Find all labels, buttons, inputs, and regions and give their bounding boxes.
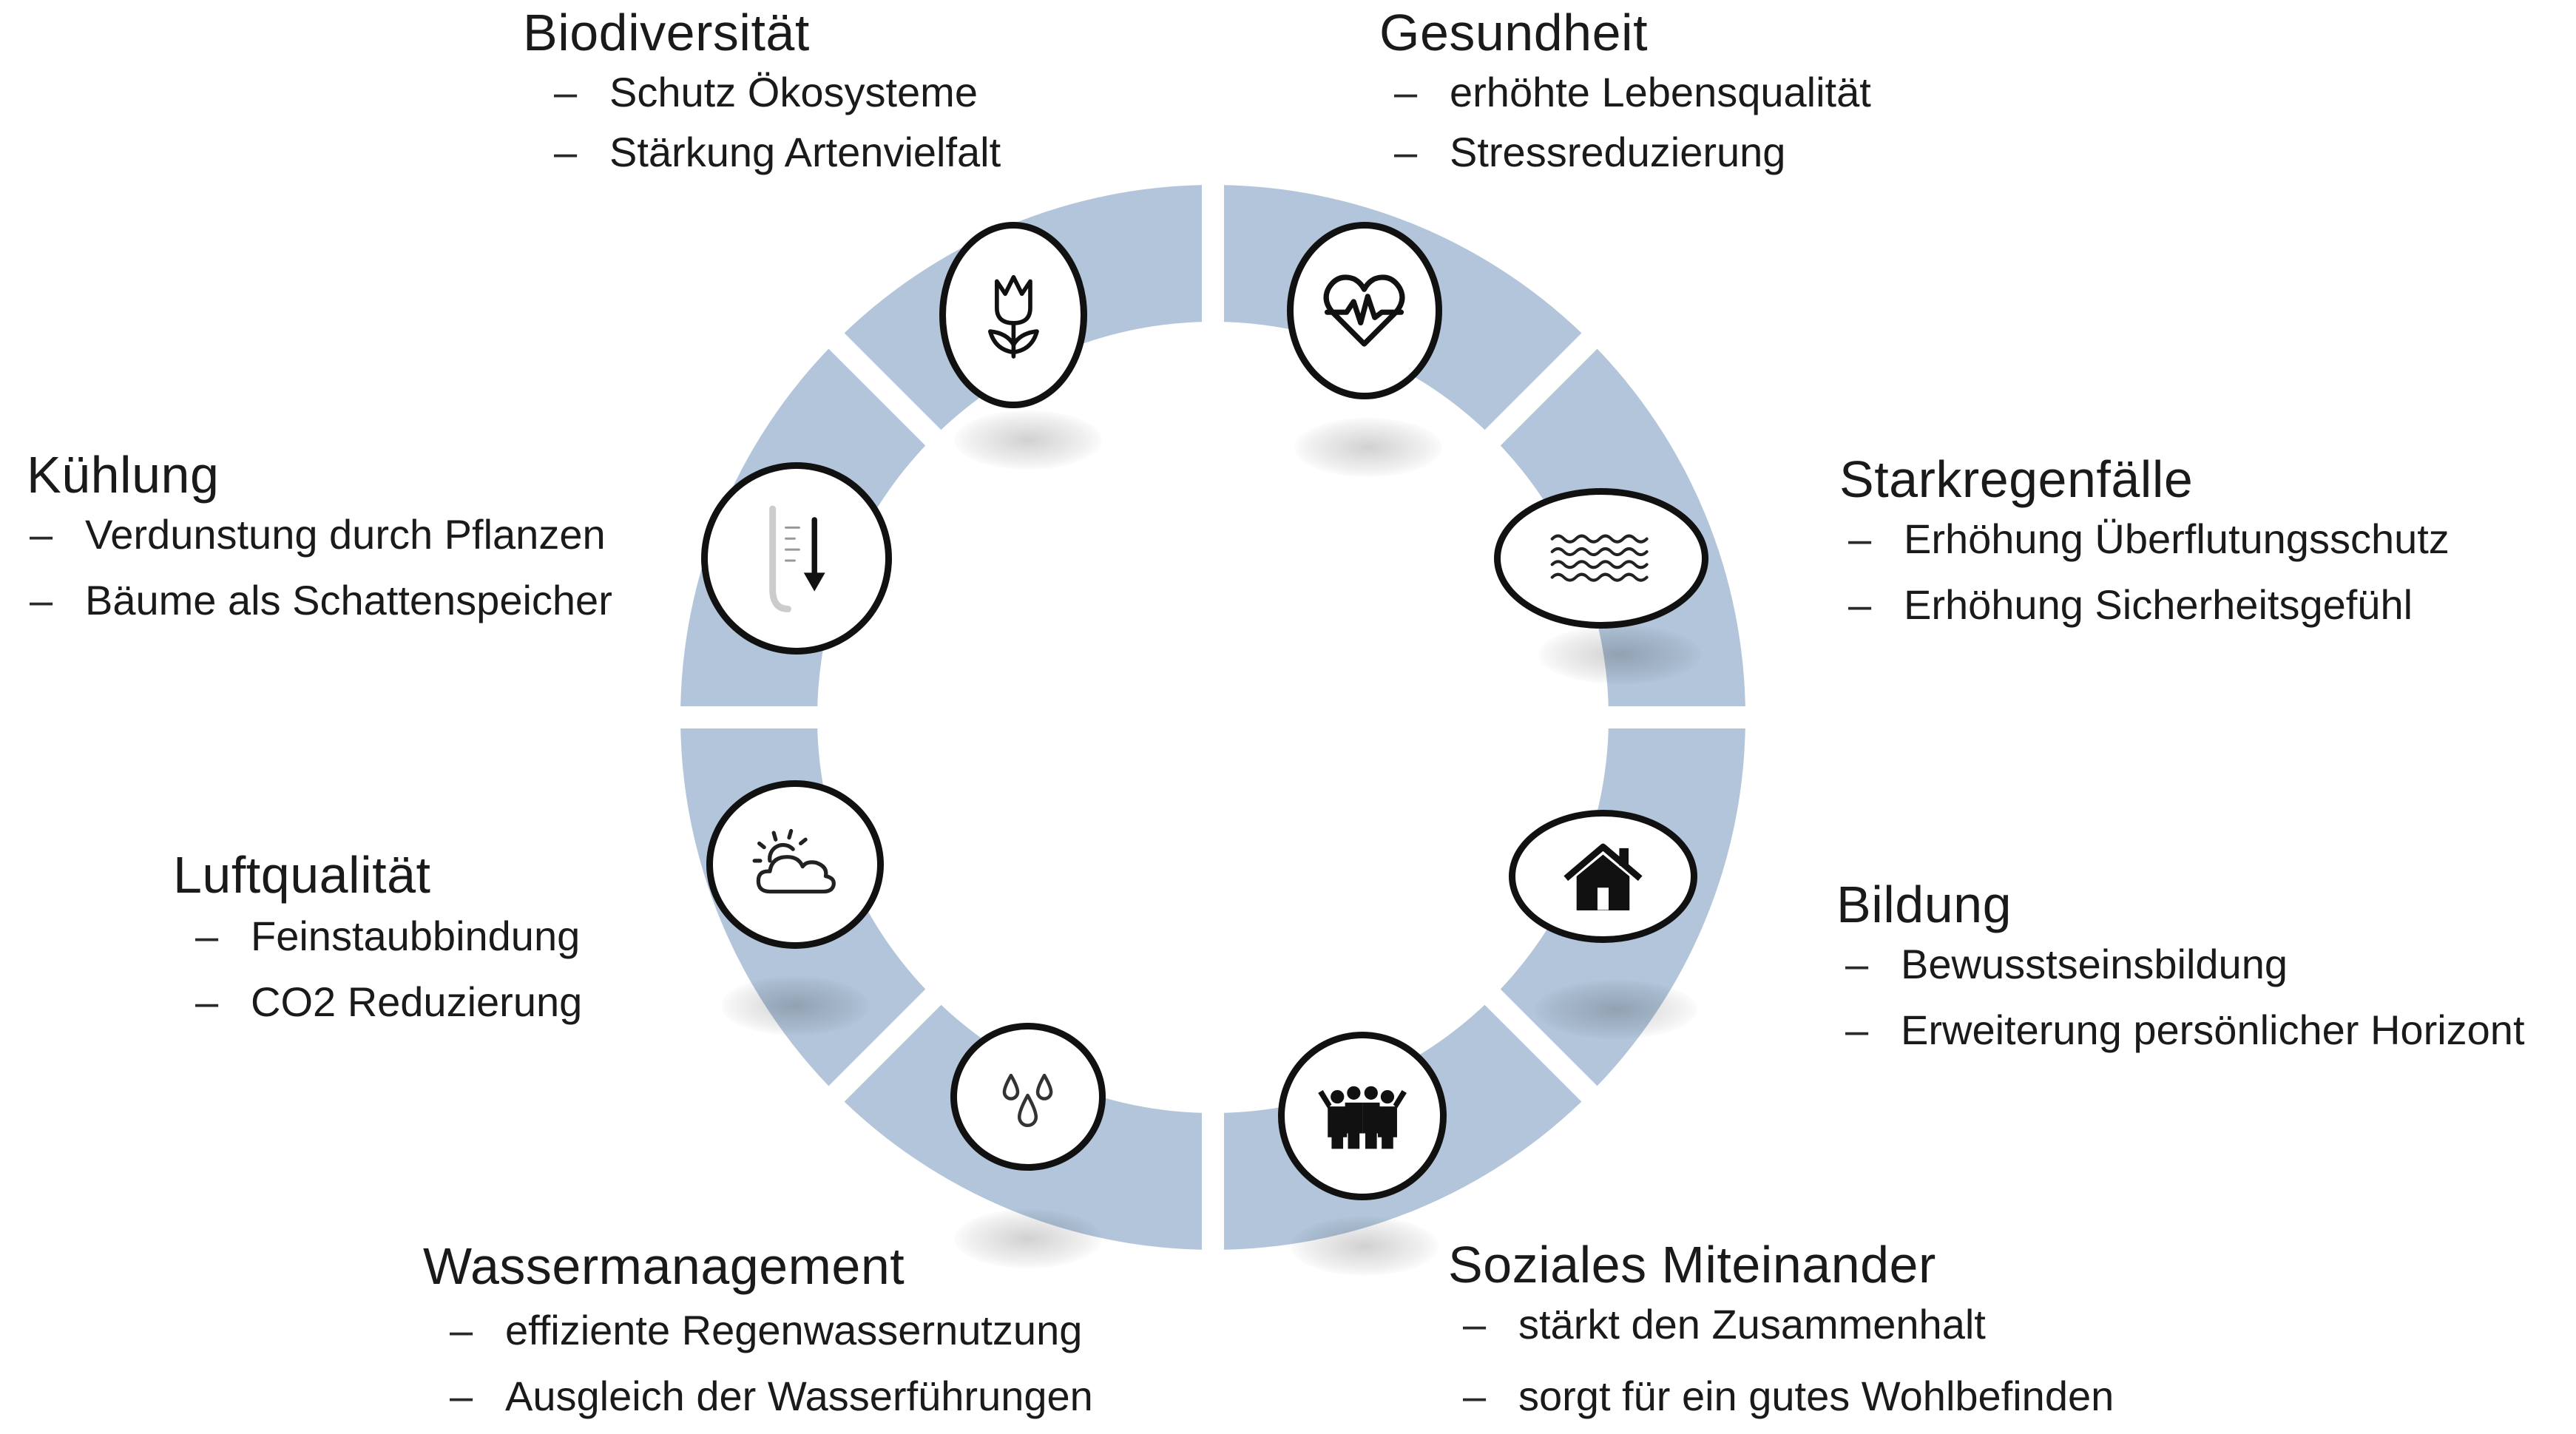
list-item: –Bewusstseinsbildung <box>1845 940 2288 987</box>
list-item: –Verdunstung durch Pflanzen <box>30 510 606 558</box>
house-icon <box>1509 810 1697 943</box>
heartbeat-icon <box>1287 222 1442 399</box>
list-item: –Stärkung Artenvielfalt <box>554 128 1001 175</box>
ring-gap <box>823 984 947 1107</box>
icon-shadow <box>1291 1217 1439 1276</box>
category-luftqualitaet: Luftqualität –Feinstaubbindung –CO2 Redu… <box>173 845 582 1027</box>
list-item: –Schutz Ökosysteme <box>554 68 978 115</box>
drops-icon <box>950 1023 1106 1171</box>
category-title: Bildung <box>1836 876 2012 933</box>
category-title: Luftqualität <box>173 846 431 904</box>
list-item: –Erhöhung Sicherheitsgefühl <box>1848 581 2413 628</box>
thermometer-icon <box>701 462 892 655</box>
list-item: –CO2 Reduzierung <box>195 978 583 1025</box>
icon-shadow <box>1538 625 1701 684</box>
category-title: Starkregenfälle <box>1839 450 2194 508</box>
list-item: –Erweiterung persönlicher Horizont <box>1845 1006 2525 1053</box>
sun-cloud-icon <box>706 780 884 949</box>
icon-shadow <box>954 410 1102 470</box>
category-title: Gesundheit <box>1379 4 1649 61</box>
icon-shadow <box>721 976 869 1035</box>
list-item: –Ausgleich der Wasserführungen <box>450 1372 1093 1419</box>
category-bildung: Bildung –Bewusstseinsbildung –Erweiterun… <box>1836 875 2525 1055</box>
category-biodiversitaet: Biodiversität –Schutz Ökosysteme –Stärku… <box>523 3 1001 177</box>
ring-gap <box>1479 984 1603 1107</box>
category-title: Soziales Miteinander <box>1448 1236 1936 1293</box>
list-item: –Bäume als Schattenspeicher <box>30 576 612 623</box>
list-item: –Feinstaubbindung <box>195 912 581 959</box>
category-gesundheit: Gesundheit –erhöhte Lebensqualität –Stre… <box>1379 3 1871 177</box>
list-item: –stärkt den Zusammenhalt <box>1463 1300 1986 1347</box>
ring-gap <box>823 328 947 451</box>
icon-shadow <box>1535 980 1697 1039</box>
category-title: Biodiversität <box>523 4 810 61</box>
list-item: –sorgt für ein gutes Wohlbefinden <box>1463 1372 2114 1419</box>
list-item: –erhöhte Lebensqualität <box>1394 68 1871 115</box>
category-title: Kühlung <box>27 446 220 504</box>
people-icon <box>1278 1032 1447 1200</box>
waves-icon <box>1494 488 1708 629</box>
category-wassermanagement: Wassermanagement –effiziente Regenwasser… <box>423 1237 1093 1421</box>
list-item: –effiziente Regenwassernutzung <box>450 1306 1083 1353</box>
tulip-icon <box>939 222 1087 408</box>
category-starkregenfaelle: Starkregenfälle –Erhöhung Überflutungssc… <box>1839 450 2450 629</box>
category-soziales-miteinander: Soziales Miteinander –stärkt den Zusamme… <box>1448 1235 2114 1421</box>
icon-shadow <box>1294 418 1442 477</box>
ring-gap <box>1479 328 1603 451</box>
category-title: Wassermanagement <box>423 1237 905 1295</box>
list-item: –Erhöhung Überflutungsschutz <box>1848 515 2450 562</box>
category-kuehlung: Kühlung –Verdunstung durch Pflanzen –Bäu… <box>27 445 612 625</box>
icon-shadow <box>954 1209 1102 1268</box>
list-item: –Stressreduzierung <box>1394 128 1786 175</box>
